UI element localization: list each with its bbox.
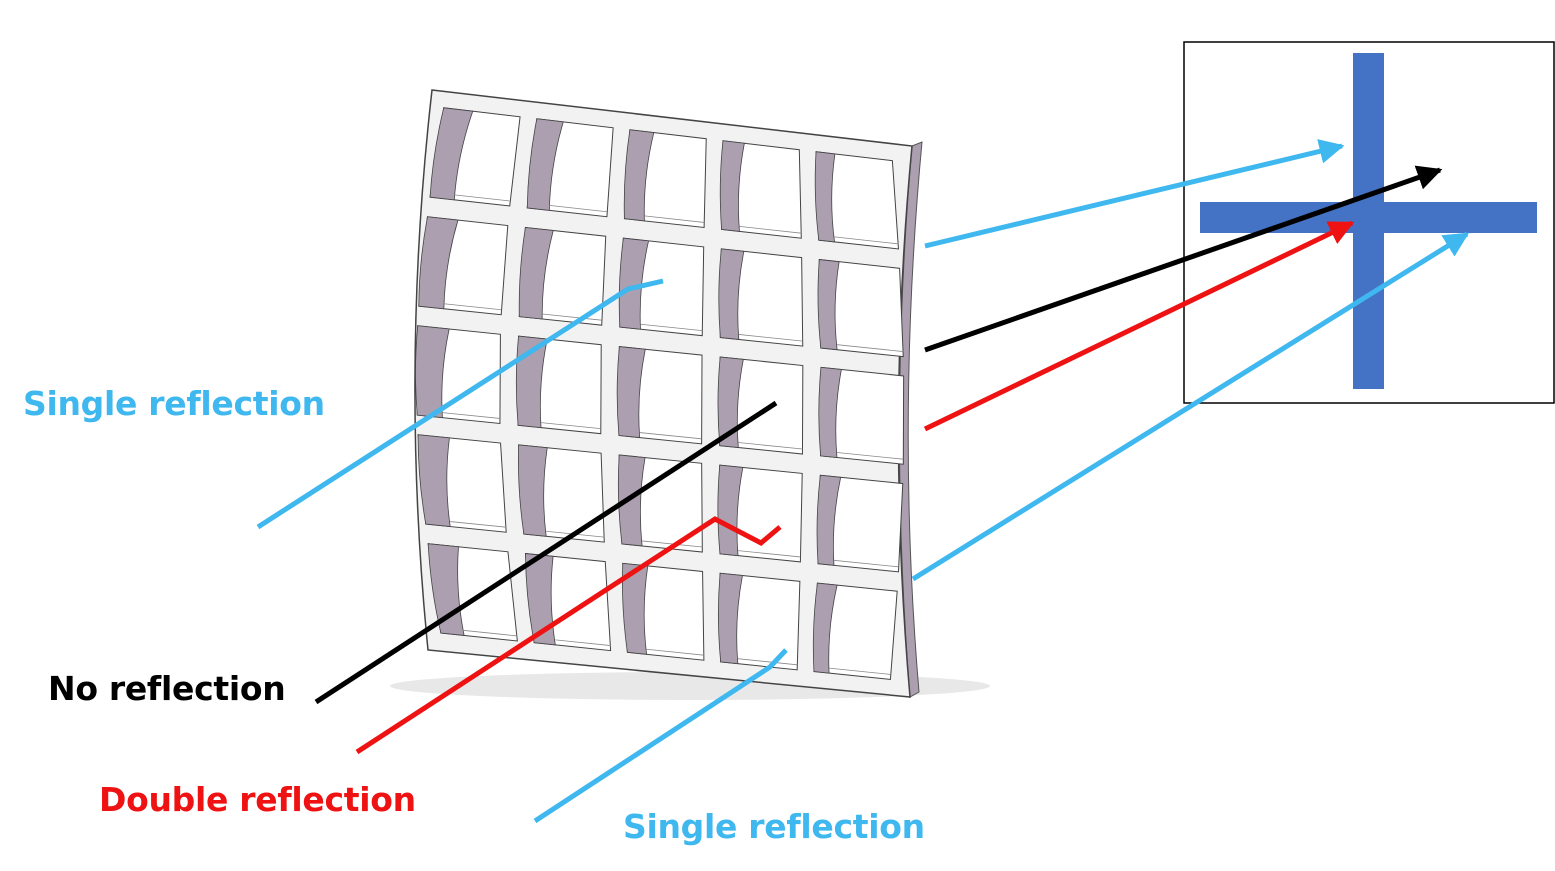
channel-ledge: [639, 432, 702, 440]
channel-ledge: [454, 194, 510, 202]
channel-wall: [518, 227, 554, 320]
channel-wall: [616, 346, 646, 439]
channel-ledge: [738, 334, 803, 342]
single-reflection-ray-lower-incoming: [533, 648, 788, 824]
channel-ledge: [834, 236, 899, 245]
single-reflection-ray-upper-exit: [924, 139, 1345, 249]
no-reflection-ray-exit: [924, 165, 1443, 353]
channel-ledge: [640, 323, 703, 332]
channel-ledge: [443, 303, 502, 311]
single-reflection-label-bottom: Single reflection: [623, 807, 925, 846]
channel-ledge: [737, 550, 801, 558]
channel-wall: [617, 454, 646, 547]
channel-wall: [718, 248, 745, 340]
double-reflection-ray-incoming: [355, 516, 782, 755]
no-reflection-ray-incoming: [314, 400, 778, 705]
channel-ledge: [739, 225, 802, 234]
no-reflection-label: No reflection: [48, 669, 286, 708]
channel-ledge: [540, 422, 601, 430]
channel-wall: [429, 107, 474, 201]
channel-ledge: [738, 442, 803, 450]
channel-ledge: [442, 412, 500, 419]
channel-wall: [814, 151, 836, 243]
channel-wall: [515, 335, 548, 429]
channel-wall: [518, 444, 548, 537]
channel-ledge: [542, 313, 602, 321]
double-reflection-ray-exit: [923, 220, 1355, 432]
channel-wall: [719, 140, 745, 232]
channel-ledge: [829, 667, 891, 675]
channel-wall: [418, 216, 459, 310]
channel-ledge: [644, 215, 705, 223]
channel-ledge: [646, 648, 704, 656]
cross-icon: [1200, 53, 1537, 389]
channel-ledge: [837, 344, 904, 352]
single-reflection-label-left: Single reflection: [23, 384, 325, 423]
channel-wall: [812, 582, 838, 674]
single-reflection-ray-lower-exit: [911, 231, 1470, 582]
channel-ledge: [464, 630, 518, 637]
channel-wall: [622, 562, 649, 655]
channel-wall: [415, 325, 450, 419]
channel-wall: [817, 259, 840, 351]
channel-wall: [717, 356, 744, 448]
channel-wall: [717, 572, 743, 665]
channel-ledge: [737, 658, 798, 666]
detector-panel: [1183, 41, 1555, 404]
channel-wall: [818, 366, 842, 458]
channel-wall: [816, 474, 842, 566]
channel-ledge: [833, 559, 899, 568]
optic-channels: [415, 107, 905, 681]
single-reflection-ray-upper-incoming: [256, 278, 664, 530]
channel-ledge: [555, 639, 611, 646]
channel-wall: [525, 553, 556, 646]
channel-wall: [618, 237, 650, 330]
cross-horizontal-arm: [1200, 202, 1537, 233]
channel-ledge: [836, 452, 904, 460]
channel-ledge: [450, 521, 507, 528]
channel-wall: [623, 129, 655, 222]
channel-wall: [526, 118, 564, 211]
channel-ledge: [549, 204, 607, 213]
channel-wall: [417, 434, 451, 528]
double-reflection-label: Double reflection: [99, 780, 416, 819]
